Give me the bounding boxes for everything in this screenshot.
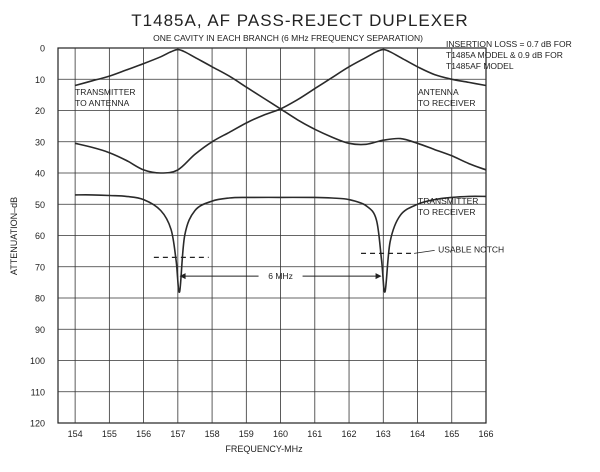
- y-tick-label: 70: [35, 262, 45, 272]
- label-antenna-to-receiver: TO RECEIVER: [418, 98, 475, 108]
- x-tick-label: 156: [136, 429, 151, 439]
- y-tick-label: 90: [35, 325, 45, 335]
- y-axis-label: ATTENUATION–dB: [9, 197, 19, 275]
- y-tick-label: 0: [40, 44, 45, 54]
- y-tick-label: 50: [35, 200, 45, 210]
- x-tick-label: 161: [307, 429, 322, 439]
- y-tick-label: 110: [31, 387, 45, 397]
- label-separation: 6 MHz: [268, 271, 293, 281]
- x-tick-label: 158: [205, 429, 220, 439]
- x-tick-label: 155: [102, 429, 117, 439]
- separation-arrow-right: [375, 273, 382, 280]
- chart-subtitle: ONE CAVITY IN EACH BRANCH (6 MHz FREQUEN…: [153, 33, 423, 43]
- insertion-loss-note: T1485AF MODEL: [446, 61, 514, 71]
- chart-title: T1485A, AF PASS-REJECT DUPLEXER: [131, 11, 468, 30]
- series-antenna-to-receiver: [74, 48, 487, 174]
- label-antenna-to-receiver: ANTENNA: [418, 87, 459, 97]
- label-usable-notch: USABLE NOTCH: [438, 244, 504, 254]
- x-tick-label: 157: [170, 429, 185, 439]
- y-tick-label: 100: [30, 356, 45, 366]
- series-curves: [74, 48, 487, 293]
- series-transmitter-to-antenna: [74, 48, 487, 171]
- label-transmitter-to-receiver: TRANSMITTER: [418, 196, 478, 206]
- series-transmitter-to-receiver: [75, 194, 487, 293]
- label-transmitter-to-receiver: TO RECEIVER: [418, 207, 475, 217]
- y-tick-label: 20: [35, 106, 45, 116]
- x-tick-label: 162: [342, 429, 357, 439]
- notch-markers: [153, 249, 435, 280]
- y-tick-label: 120: [30, 419, 45, 429]
- x-tick-label: 160: [273, 429, 288, 439]
- y-tick-label: 30: [35, 137, 45, 147]
- label-transmitter-to-antenna: TRANSMITTER: [75, 87, 135, 97]
- x-tick-label: 154: [68, 429, 83, 439]
- x-tick-label: 164: [410, 429, 425, 439]
- insertion-loss-note: T1485A MODEL & 0.9 dB FOR: [446, 50, 563, 60]
- label-transmitter-to-antenna: TO ANTENNA: [75, 98, 129, 108]
- usable-notch-leader: [414, 249, 435, 254]
- y-tick-labels: 0 10 20 30 40 50 60 70 80 90 100 110 120: [30, 44, 45, 429]
- y-tick-label: 80: [35, 294, 45, 304]
- x-tick-label: 165: [444, 429, 459, 439]
- y-tick-label: 40: [35, 169, 45, 179]
- insertion-loss-note: INSERTION LOSS = 0.7 dB FOR: [446, 39, 572, 49]
- grid: [57, 47, 487, 424]
- separation-arrow-left: [179, 273, 186, 280]
- x-tick-labels: 154 155 156 157 158 159 160 161 162 163 164 165 166: [68, 429, 494, 439]
- x-tick-label: 159: [239, 429, 254, 439]
- y-tick-label: 60: [35, 231, 45, 241]
- x-tick-label: 163: [376, 429, 391, 439]
- y-tick-label: 10: [35, 75, 45, 85]
- x-tick-label: 166: [478, 429, 493, 439]
- x-axis-label: FREQUENCY-MHz: [225, 444, 303, 454]
